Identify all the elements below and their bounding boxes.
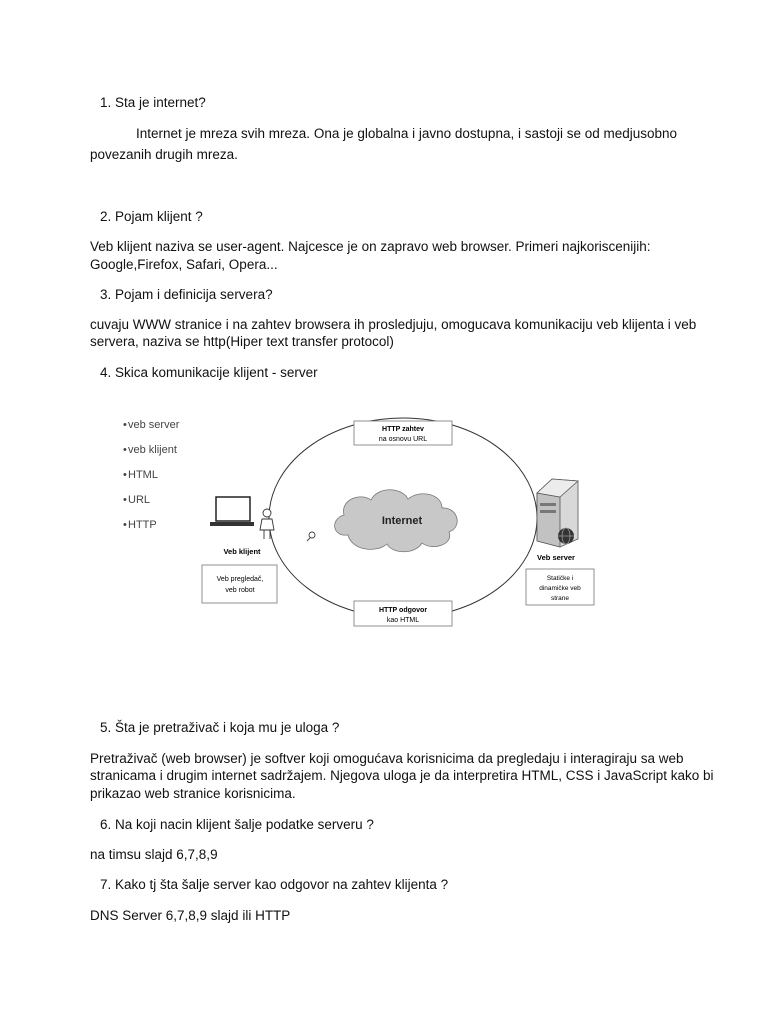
http-request-box xyxy=(353,420,453,446)
answer-3-line-2: servera, naziva se http(Hiper text trans… xyxy=(90,334,394,349)
http-response-subtitle: kao HTML xyxy=(387,617,419,624)
question-3-title: 3. Pojam i definicija servera? xyxy=(100,287,273,302)
answer-5-line-3: prikazao web stranice korisnicima. xyxy=(90,786,296,801)
web-client-box-line-1: Veb pregledač, xyxy=(217,576,264,583)
bullet-marker: • xyxy=(123,469,127,481)
question-1-title: 1. Sta je internet? xyxy=(100,95,206,110)
bullet-marker: • xyxy=(123,494,127,506)
answer-1-line-1: Internet je mreza svih mreza. Ona je glo… xyxy=(136,126,678,141)
bullet-marker: • xyxy=(123,419,127,431)
answer-2-line-2: Google,Firefox, Safari, Opera... xyxy=(90,257,278,272)
user-person-icon xyxy=(259,508,275,539)
bullet-veb-server: veb server xyxy=(128,419,180,431)
http-response-box xyxy=(353,600,453,627)
answer-1-line-2: povezanih drugih mreza. xyxy=(90,147,238,162)
bullet-marker: • xyxy=(123,444,127,456)
diagram-bullet-list: • veb server • veb klijent • HTML • URL … xyxy=(123,419,180,531)
http-response-title: HTTP odgovor xyxy=(379,607,427,614)
web-server-label: Veb server xyxy=(537,553,575,562)
answer-5-line-1: Pretraživač (web browser) je softver koj… xyxy=(90,751,684,766)
internet-label: Internet xyxy=(382,515,423,527)
answer-2-line-1: Veb klijent naziva se user-agent. Najces… xyxy=(90,239,651,254)
web-server-box-line-1: Statičke i xyxy=(547,575,573,582)
answer-7-line-1: DNS Server 6,7,8,9 slajd ili HTTP xyxy=(90,908,291,923)
internet-cloud-icon xyxy=(334,489,458,553)
question-5-title: 5. Šta je pretraživač i koja mu je uloga… xyxy=(100,720,340,735)
web-server-box xyxy=(525,568,595,606)
http-request-subtitle: na osnovu URL xyxy=(379,436,427,443)
question-7-title: 7. Kako tj šta šalje server kao odgovor … xyxy=(100,877,449,892)
client-server-diagram: • veb server • veb klijent • HTML • URL … xyxy=(123,417,595,627)
question-4-title: 4. Skica komunikacije klijent - server xyxy=(100,365,318,380)
bullet-veb-klijent: veb klijent xyxy=(128,444,177,456)
answer-3-line-1: cuvaju WWW stranice i na zahtev browsera… xyxy=(90,317,697,332)
web-client-box xyxy=(201,564,278,604)
http-request-title: HTTP zahtev xyxy=(382,426,424,433)
question-2-title: 2. Pojam klijent ? xyxy=(100,209,203,224)
web-server-box-line-3: strane xyxy=(551,595,569,602)
bullet-http: HTTP xyxy=(128,519,157,531)
bullet-html: HTML xyxy=(128,469,158,481)
server-icon xyxy=(536,478,579,548)
question-6-title: 6. Na koji nacin klijent šalje podatke s… xyxy=(100,817,374,832)
web-client-label: Veb klijent xyxy=(223,547,261,556)
magnifier-icon xyxy=(306,531,316,542)
web-client-box-line-2: veb robot xyxy=(225,587,254,594)
answer-5-line-2: stranicama i drugim internet sadržajem. … xyxy=(90,768,714,783)
laptop-icon xyxy=(210,496,254,526)
bullet-url: URL xyxy=(128,494,150,506)
answer-6-line-1: na timsu slajd 6,7,8,9 xyxy=(90,847,218,862)
web-server-box-line-2: dinamičke veb xyxy=(539,585,581,592)
bullet-marker: • xyxy=(123,519,127,531)
